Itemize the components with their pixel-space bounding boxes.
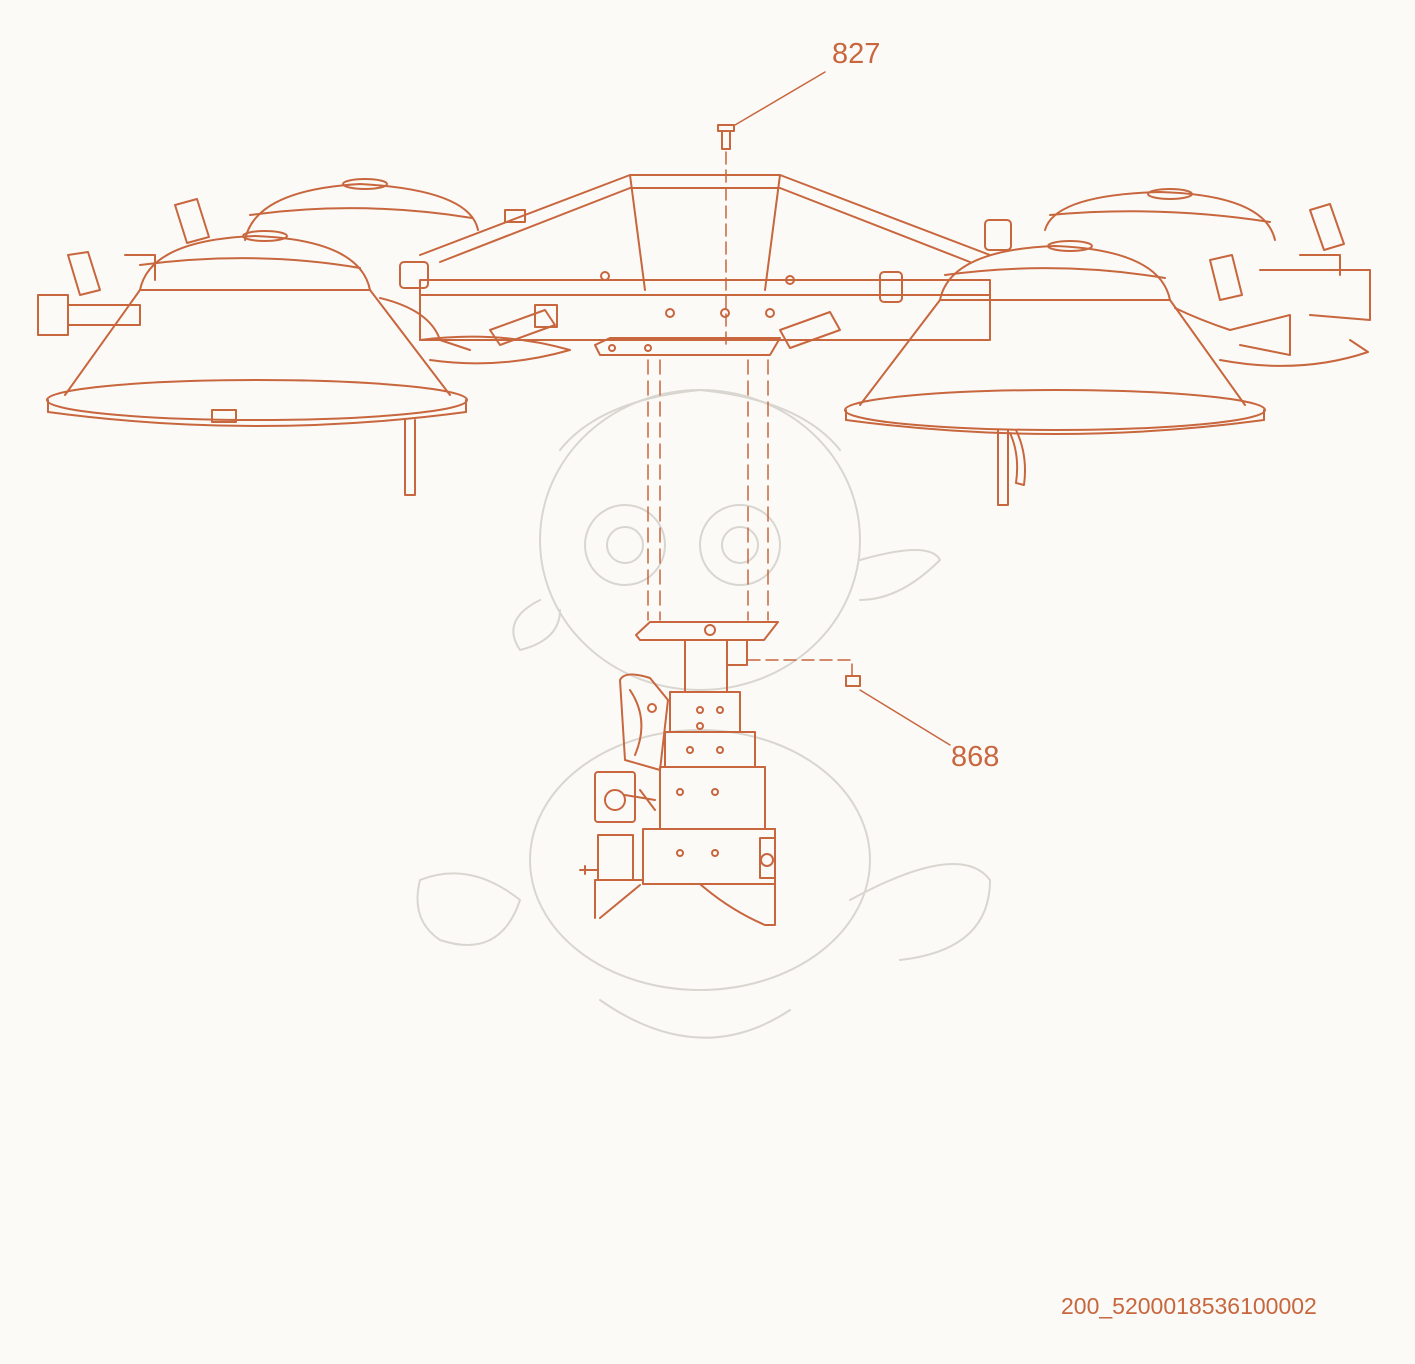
- background-watermark: [416, 389, 991, 1039]
- drawing-number: 200_5200018536100002: [1061, 1293, 1317, 1319]
- callout-868-leader: [859, 689, 951, 746]
- rotor-right-rear: [1044, 188, 1371, 367]
- callout-868: 868: [951, 741, 1000, 773]
- callout-827: 827: [832, 38, 881, 70]
- rotor-left-front: [37, 230, 471, 496]
- nut-868: [747, 659, 861, 687]
- center-frame: [399, 174, 1012, 356]
- bolt-827: [717, 124, 735, 346]
- explode-guides: [647, 359, 769, 621]
- rotor-right-front: [844, 240, 1291, 506]
- rotor-left-rear: [174, 178, 571, 365]
- callout-827-leader: [734, 71, 826, 126]
- gearbox-housing: [579, 621, 779, 926]
